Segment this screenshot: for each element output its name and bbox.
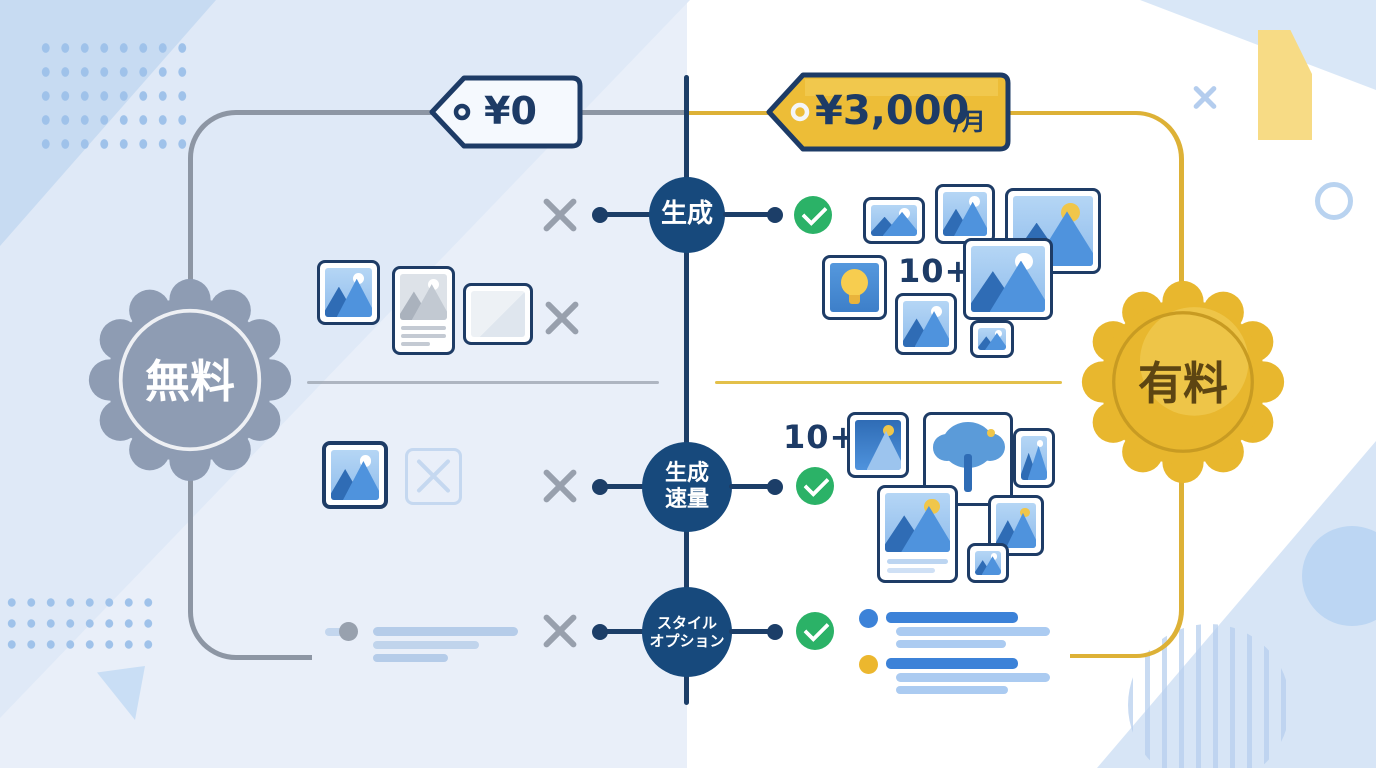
faded-image-icon: [463, 283, 533, 345]
lightbulb-icon: [822, 255, 887, 320]
paid-available-check-icon: [796, 467, 834, 505]
feature-node-style-options: スタイル オプション: [642, 587, 732, 677]
toggle-knob-icon: [339, 622, 358, 641]
tag-hole-icon: [790, 102, 810, 122]
empty-image-placeholder-icon: [405, 448, 462, 505]
paid-price-tag: ¥3,000 /月: [763, 70, 1013, 154]
bullet-icon: [859, 655, 878, 674]
x-decor-icon: [1192, 84, 1218, 110]
feature-node-generation-volume: 生成 速量: [642, 442, 732, 532]
generation-count: 10+: [898, 252, 973, 290]
free-unavailable-x-icon: [541, 196, 579, 234]
image-icon: [863, 197, 925, 244]
image-icon: [322, 441, 388, 509]
paid-price: ¥3,000: [815, 88, 970, 134]
free-unavailable-x-icon: [541, 612, 579, 650]
center-divider: [684, 75, 689, 705]
bullet-icon: [859, 609, 878, 628]
paid-available-check-icon: [794, 196, 832, 234]
image-icon: [963, 238, 1053, 320]
paid-badge: 有料: [1081, 280, 1285, 484]
paid-row-separator: [715, 381, 1062, 384]
free-badge: 無料: [88, 278, 292, 482]
feature-node-generation: 生成: [649, 177, 725, 253]
dot-grid-bottom-left: [2, 592, 154, 650]
tag-hole-icon: [453, 103, 471, 121]
image-icon: [970, 320, 1014, 358]
free-unavailable-x-icon: [541, 467, 579, 505]
polaroid-image-icon: [877, 485, 958, 583]
free-row-separator: [307, 381, 659, 384]
paid-available-check-icon: [796, 612, 834, 650]
paid-price-suffix: /月: [953, 108, 986, 136]
volume-count: 10+: [783, 418, 858, 456]
paid-badge-label: 有料: [1138, 357, 1228, 410]
document-image-icon: [392, 266, 455, 355]
circle-outline-decor: [1315, 182, 1353, 220]
blue-circle-decor: [1302, 526, 1376, 626]
image-icon: [935, 184, 995, 244]
limit-x-icon: [543, 299, 581, 337]
image-icon: [1013, 428, 1055, 488]
image-icon: [317, 260, 380, 325]
dot-grid-top-left: [36, 36, 192, 154]
free-badge-label: 無料: [145, 355, 235, 408]
image-icon: [967, 543, 1009, 583]
image-icon: [895, 293, 957, 355]
free-price: ¥0: [484, 89, 537, 133]
image-icon: [847, 412, 909, 478]
free-price-tag: ¥0: [426, 73, 586, 151]
